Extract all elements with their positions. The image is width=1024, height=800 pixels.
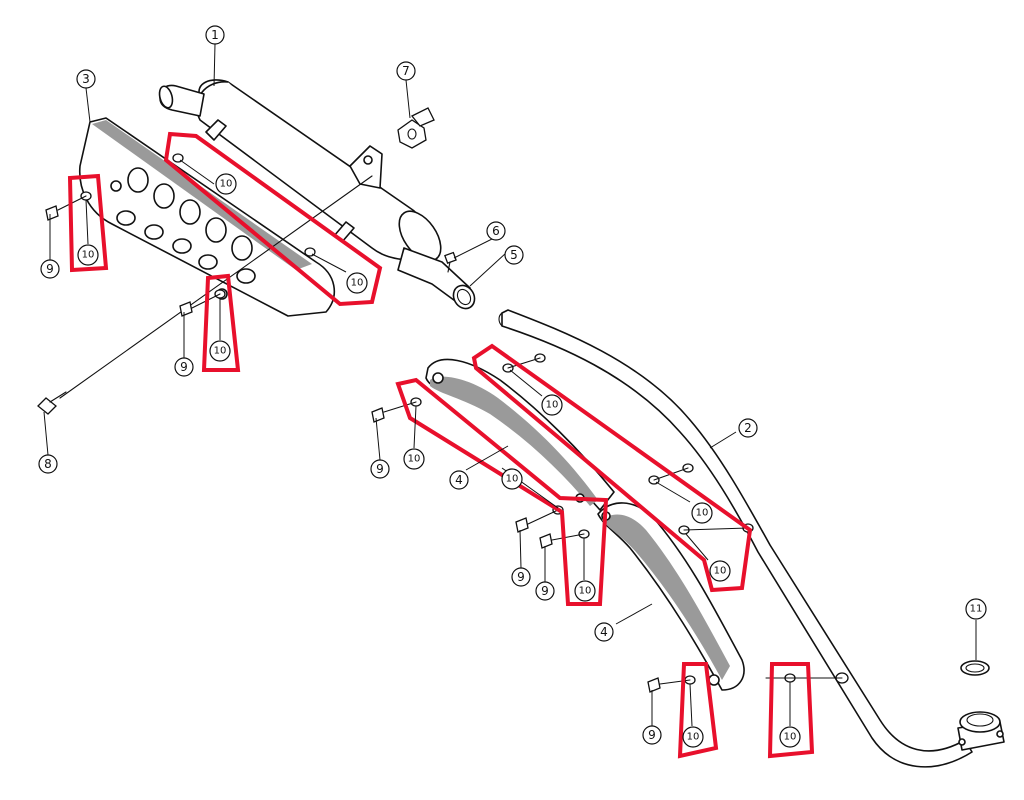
washer-highlights [67,131,815,759]
callout-number: 4 [455,473,463,487]
callout-leaders [43,43,977,727]
guard-perforations [116,167,256,284]
callout-bubble-10: 10 [346,272,368,294]
clamp-bolt [444,251,457,273]
exhaust-flange [957,711,1005,751]
callout-bubble-4: 4 [594,622,614,642]
callout-bubble-10: 10 [709,560,731,582]
callout-bubble-9: 9 [535,581,555,601]
tailpipe [397,247,476,310]
callout-number: 9 [517,570,525,584]
callout-bubble-10: 10 [209,340,231,362]
callout-number: 5 [510,248,518,262]
callout-bubble-3: 3 [76,69,96,89]
callout-number: 10 [506,474,519,485]
callout-bubble-11: 11 [965,598,987,620]
exhaust-pipe [498,309,973,768]
muffler-heat-guard [78,117,335,317]
callout-bubble-2: 2 [738,418,758,438]
callout-number: 2 [744,421,752,435]
long-bolt [37,175,373,415]
callout-bubble-10: 10 [501,468,523,490]
callout-number: 3 [82,72,90,86]
callout-number: 10 [546,400,559,411]
callout-number: 10 [82,250,95,261]
callout-number: 10 [714,566,727,577]
callout-bubble-10: 10 [541,394,563,416]
callout-bubble-10: 10 [682,726,704,748]
highlight-box [471,343,753,593]
callout-bubble-10: 10 [574,580,596,602]
callout-number: 10 [220,179,233,190]
callout-bubble-10: 10 [215,173,237,195]
callout-number: 10 [579,586,592,597]
highlight-box [395,377,609,606]
callout-number: 10 [351,278,364,289]
callout-number: 10 [408,454,421,465]
callout-bubble-9: 9 [174,357,194,377]
callout-number: 9 [46,262,54,276]
callout-number: 10 [696,508,709,519]
callout-bubble-10: 10 [779,726,801,748]
gasket-ring [960,660,990,676]
highlight-box [163,131,383,307]
callout-bubble-1: 1 [205,25,225,45]
callout-bubble-9: 9 [642,725,662,745]
nut [397,107,435,149]
callout-number: 9 [648,728,656,742]
callout-bubble-5: 5 [504,245,524,265]
callout-number: 9 [541,584,549,598]
callout-number: 9 [376,462,384,476]
callout-bubble-10: 10 [403,448,425,470]
callout-number: 4 [600,625,608,639]
callout-number: 10 [687,732,700,743]
callout-number: 9 [180,360,188,374]
highlight-box [67,173,109,273]
highlight-box [767,662,815,759]
callout-bubble-9: 9 [40,259,60,279]
callout-bubble-8: 8 [38,454,58,474]
muffler-body [158,79,442,263]
callout-number: 1 [211,28,219,42]
callout-bubble-9: 9 [370,459,390,479]
callout-bubble-6: 6 [486,221,506,241]
callout-bubble-7: 7 [396,61,416,81]
callout-number: 6 [492,224,500,238]
callout-number: 8 [44,457,52,471]
callout-number: 10 [784,732,797,743]
highlight-box [201,273,241,372]
callout-bubble-4: 4 [449,470,469,490]
callout-number: 7 [402,64,410,78]
callout-bubble-9: 9 [511,567,531,587]
callout-number: 11 [970,604,983,615]
callout-bubble-10: 10 [77,244,99,266]
highlight-box [677,662,719,759]
callout-bubble-10: 10 [691,502,713,524]
callout-number: 10 [214,346,227,357]
